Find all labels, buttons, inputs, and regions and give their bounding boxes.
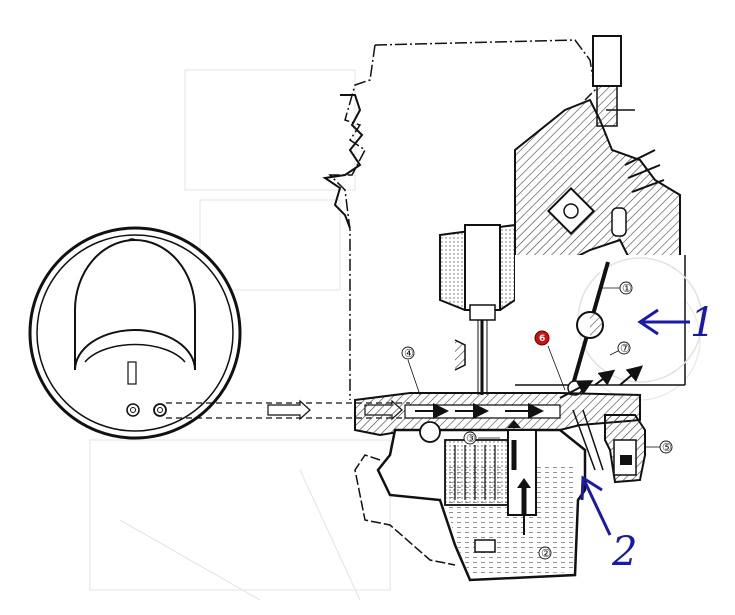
callout-4: ④ <box>404 347 414 360</box>
callout-5: ⑤ <box>662 441 672 454</box>
callout-6: 6 <box>539 334 545 344</box>
top-fitting <box>592 35 622 87</box>
svg-text:2: 2 <box>611 529 637 575</box>
callouts: ① ④ ③ ② ⑦ ⑤ 6 <box>401 281 673 560</box>
fuel-flow-arrows <box>415 365 644 419</box>
jet-flow-arrows <box>511 440 527 515</box>
highlight-badge <box>534 330 550 346</box>
mounting-bracket <box>322 94 364 229</box>
cover-screw-left <box>126 403 140 417</box>
carburetor-body <box>322 35 703 582</box>
annotation-arrow-1: 1 <box>637 300 715 346</box>
float-bowl-cover <box>28 226 242 440</box>
callout-7: ⑦ <box>620 342 630 355</box>
callout-2: ② <box>541 547 551 560</box>
cover-screw-right <box>153 403 167 417</box>
housing-dashed-outline <box>374 39 596 101</box>
callout-3: ③ <box>466 432 476 445</box>
adjuster-nut <box>546 186 596 236</box>
slide-piston <box>464 224 501 311</box>
float <box>444 439 516 506</box>
cover-window <box>74 239 196 371</box>
callout-1: ① <box>622 282 632 295</box>
annotation-arrow-2: 2 <box>580 475 637 575</box>
svg-text:1: 1 <box>690 300 715 346</box>
